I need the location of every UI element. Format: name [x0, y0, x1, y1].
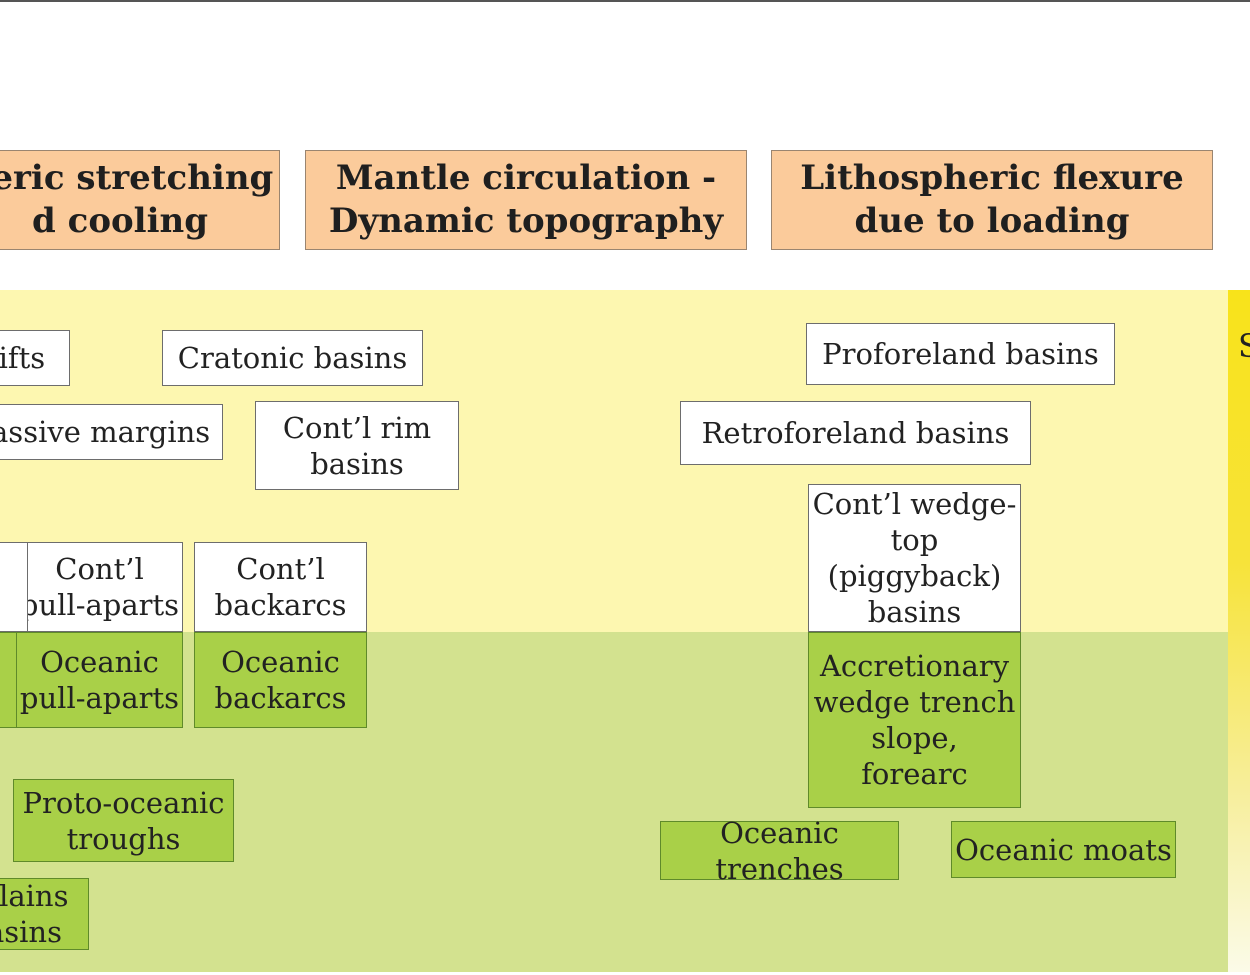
basin-accretionary-wedge: Accretionary wedge trench slope, forearc — [808, 632, 1021, 808]
basin-backarcs: Cont’l backarcs — [194, 542, 367, 632]
basin-rim: Cont’l rim basins — [255, 401, 459, 490]
process-stretching: heric stretching d cooling — [0, 150, 280, 250]
top-rule — [0, 0, 1250, 2]
basin-oceanic-pull-aparts: Oceanic pull-aparts — [16, 632, 183, 728]
clipped-white-edge — [0, 542, 28, 632]
basin-pull-aparts: Cont’l pull-aparts — [16, 542, 183, 632]
basin-oceanic-trenches: Oceanic trenches — [660, 816, 899, 886]
basin-proto-oceanic-troughs: Proto-oceanic troughs — [13, 779, 234, 862]
basin-oceanic-moats: Oceanic moats — [951, 821, 1176, 878]
basin-proforeland: Proforeland basins — [806, 323, 1115, 385]
basin-wedge-top: Cont’l wedge- top (piggyback) basins — [808, 484, 1021, 632]
basin-cratonic: Cratonic basins — [162, 330, 423, 386]
side-gradient-bar — [1228, 290, 1250, 972]
basin-plains: plains asins — [0, 878, 89, 950]
process-flexure: Lithospheric flexure due to loading — [771, 150, 1213, 250]
basin-oceanic-backarcs: Oceanic backarcs — [194, 632, 367, 728]
basin-rifts: rifts — [0, 330, 70, 386]
basin-passive-margins: Passive margins — [0, 404, 223, 460]
process-mantle: Mantle circulation - Dynamic topography — [305, 150, 747, 250]
basin-retroforeland: Retroforeland basins — [680, 401, 1031, 465]
side-label: S — [1238, 327, 1250, 365]
